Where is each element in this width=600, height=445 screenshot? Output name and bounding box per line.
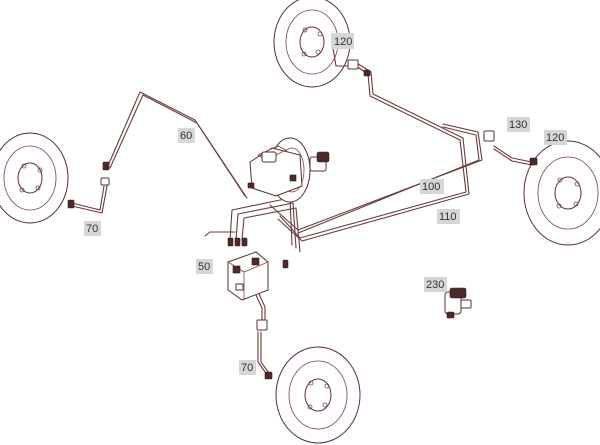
svg-text:60: 60 bbox=[180, 130, 192, 142]
callout-130: 130 bbox=[507, 117, 530, 132]
svg-text:130: 130 bbox=[509, 119, 527, 131]
svg-text:100: 100 bbox=[422, 181, 440, 193]
brake-disc-front-left bbox=[0, 132, 69, 224]
callout-120-top: 120 bbox=[331, 33, 354, 49]
brake-line-rear bbox=[269, 123, 538, 234]
callout-110: 110 bbox=[437, 209, 460, 224]
svg-text:120: 120 bbox=[546, 132, 564, 144]
callout-120-right: 120 bbox=[544, 130, 567, 145]
brake-disc-rear-left bbox=[275, 346, 361, 444]
svg-text:110: 110 bbox=[439, 211, 457, 223]
svg-text:120: 120 bbox=[334, 36, 352, 48]
callout-50: 50 bbox=[196, 259, 213, 274]
abs-hydraulic-unit bbox=[227, 251, 269, 301]
svg-text:70: 70 bbox=[86, 223, 98, 235]
callout-70-bottom: 70 bbox=[239, 360, 256, 375]
brake-hose-rear-left bbox=[257, 331, 273, 380]
brake-line-front-right bbox=[277, 41, 470, 242]
brake-line-front-left bbox=[100, 91, 248, 199]
callout-60: 60 bbox=[178, 128, 195, 143]
callout-230: 230 bbox=[424, 277, 447, 292]
abs-sensor bbox=[444, 287, 472, 319]
master-cylinder bbox=[247, 137, 330, 203]
callout-100: 100 bbox=[420, 179, 444, 194]
svg-text:50: 50 bbox=[198, 261, 210, 273]
svg-text:70: 70 bbox=[241, 362, 253, 374]
brake-lines-abs-bundle bbox=[204, 197, 301, 269]
brake-hose-front-left bbox=[67, 185, 108, 214]
svg-text:230: 230 bbox=[426, 279, 444, 291]
brake-disc-rear-right bbox=[523, 140, 600, 246]
callout-70-left: 70 bbox=[84, 221, 101, 236]
